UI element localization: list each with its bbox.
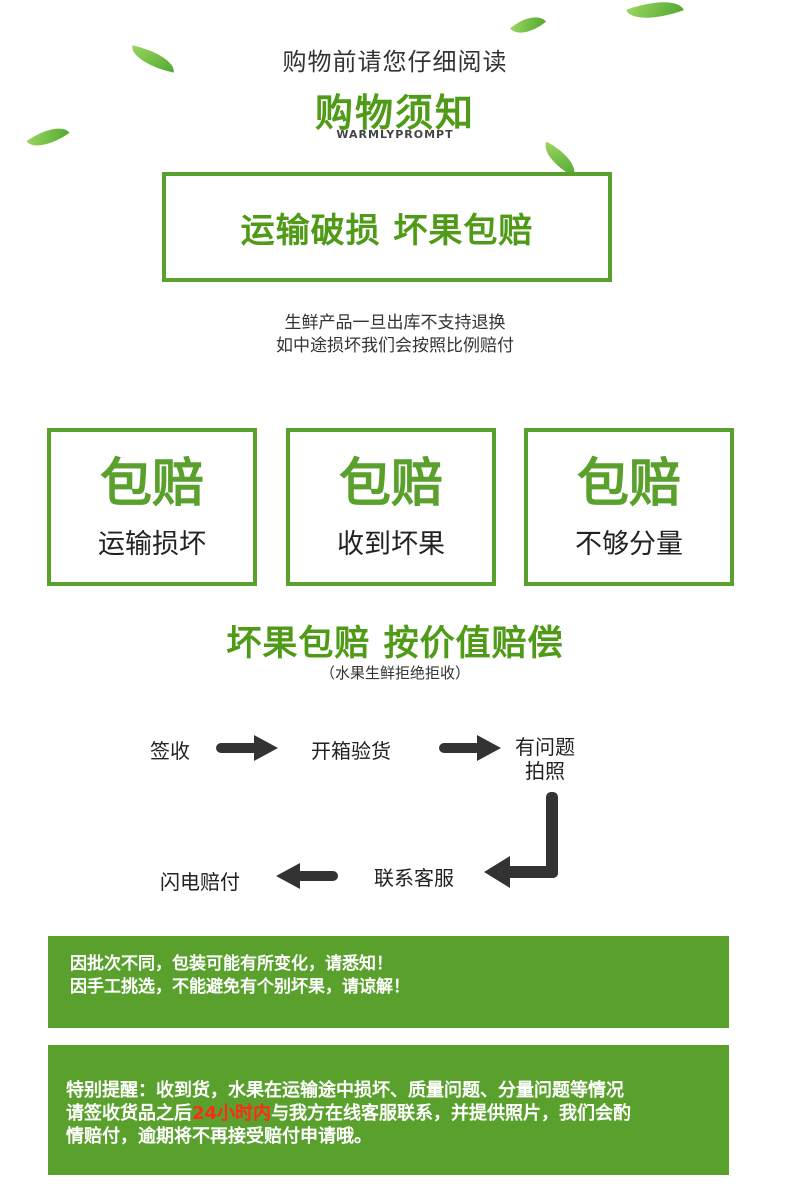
notice-line: 生鲜产品一旦出库不支持退换 [284, 313, 506, 333]
leaf-icon [509, 7, 547, 43]
compensation-note: （水果生鲜拒绝拒收） [319, 664, 470, 682]
step-photo-line: 有问题 [515, 735, 575, 759]
compensation-headline: 坏果包赔 按价值赔偿 [226, 624, 564, 664]
banner-text: 与我方在线客服联系，并提供照片，我们会酌 [271, 1103, 632, 1124]
step-photo-line: 拍照 [525, 759, 565, 783]
card-title: 包赔 [576, 454, 681, 514]
page-title: 购物须知 [314, 91, 475, 135]
notice-line: 如中途损坏我们会按照比例赔付 [276, 336, 514, 356]
step-contact-service: 联系客服 [374, 866, 454, 890]
time-limit-highlight: 24小时内 [192, 1103, 272, 1124]
arrow-down-left-icon [484, 792, 558, 888]
banner-line: 请签收货品之后24小时内与我方在线客服联系，并提供照片，我们会酌 [66, 1102, 729, 1125]
packaging-notice-banner: 因批次不同，包装可能有所变化，请悉知！ 因手工挑选，不能避免有个别坏果，请谅解！ [48, 936, 729, 1028]
leaf-icon [626, 0, 684, 29]
step-photo: 有问题 拍照 [515, 735, 575, 783]
guarantee-text: 运输破损 坏果包赔 [240, 210, 534, 251]
step-sign: 签收 [150, 739, 190, 763]
arrow-right-icon [216, 735, 278, 761]
card-title: 包赔 [338, 454, 443, 514]
card-label: 不够分量 [575, 529, 683, 560]
page-title-en: WARMLYPROMPT [336, 128, 454, 141]
guarantee-box: 运输破损 坏果包赔 [162, 172, 612, 282]
banner-line: 情赔付，逾期将不再接受赔付申请哦。 [66, 1126, 372, 1147]
banner-line: 因手工挑选，不能避免有个别坏果，请谅解！ [70, 977, 410, 997]
notice-text: 生鲜产品一旦出库不支持退换 如中途损坏我们会按照比例赔付 [0, 312, 790, 358]
banner-line: 特别提醒：收到货，水果在运输途中损坏、质量问题、分量问题等情况 [66, 1080, 624, 1101]
step-fast-compensation: 闪电赔付 [160, 870, 240, 894]
special-reminder-banner: 特别提醒：收到货，水果在运输途中损坏、质量问题、分量问题等情况 请签收货品之后2… [48, 1045, 729, 1175]
card-label: 收到坏果 [337, 529, 445, 560]
card-bad-fruit: 包赔 收到坏果 [286, 428, 496, 586]
step-open-inspect: 开箱验货 [311, 739, 391, 763]
card-transport-damage: 包赔 运输损坏 [47, 428, 257, 586]
card-label: 运输损坏 [98, 529, 206, 560]
arrow-right-icon [439, 735, 501, 761]
card-title: 包赔 [99, 454, 204, 514]
banner-line: 因批次不同，包装可能有所变化，请悉知！ [70, 954, 393, 974]
card-short-weight: 包赔 不够分量 [524, 428, 734, 586]
page-subtitle: 购物前请您仔细阅读 [282, 48, 508, 76]
arrow-left-icon [276, 863, 338, 889]
banner-text: 请签收货品之后 [66, 1103, 192, 1124]
